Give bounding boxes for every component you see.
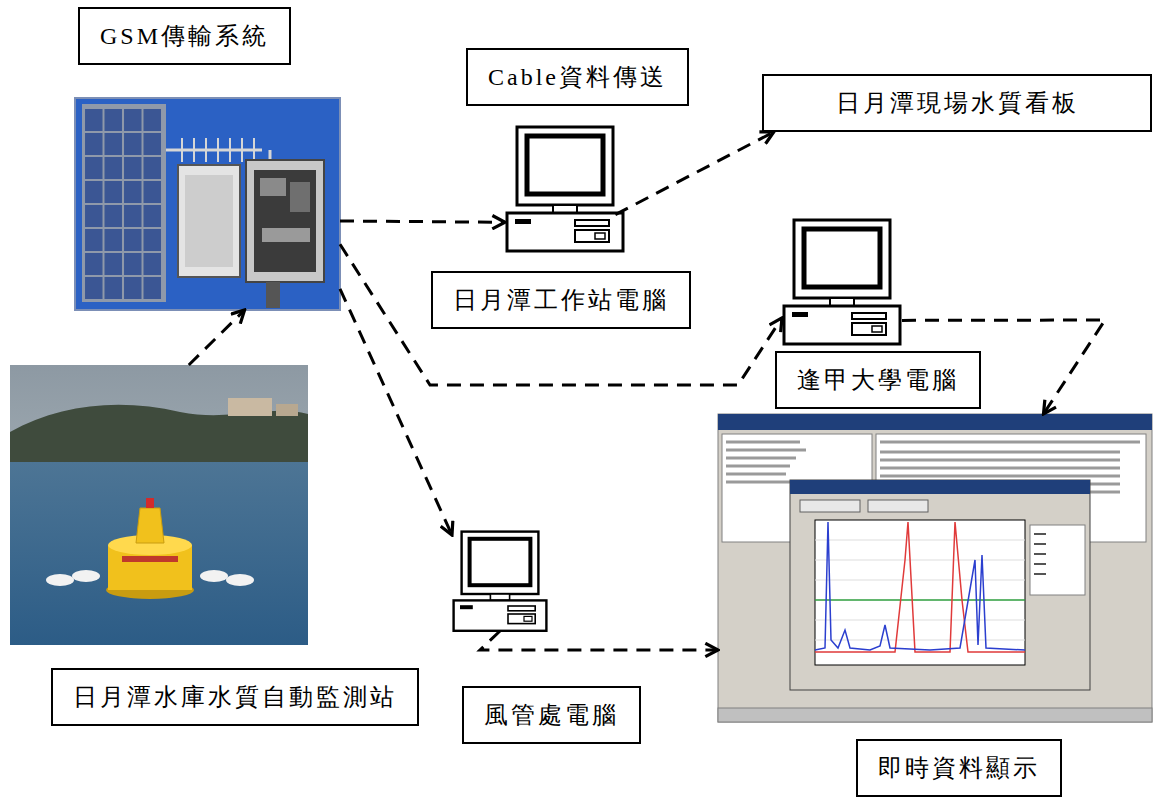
label-text: GSM傳輸系統 xyxy=(100,23,269,49)
building xyxy=(228,398,272,416)
solar-panel xyxy=(84,108,162,300)
float xyxy=(72,570,100,582)
door-panel xyxy=(185,175,233,267)
label-box: 風管處電腦 xyxy=(462,686,641,744)
float xyxy=(226,574,254,586)
sky xyxy=(10,365,308,645)
board-box: 日月潭現場水質看板 xyxy=(762,74,1152,132)
connector-group xyxy=(189,132,1105,650)
box-text: 日月潭現場水質看板 xyxy=(836,88,1079,118)
plot-area xyxy=(815,520,1025,665)
water xyxy=(10,462,308,645)
label-box: 即時資料顯示 xyxy=(856,739,1062,797)
photo-node: 日月潭水庫水質自動監測站 xyxy=(10,365,308,645)
solar-frame xyxy=(82,104,166,302)
label-text: Cable資料傳送 xyxy=(488,64,667,90)
dashed-arrow xyxy=(615,132,773,215)
chart-window xyxy=(790,480,1090,690)
antenna-elements xyxy=(182,138,254,162)
label-box: 日月潭水庫水質自動監測站 xyxy=(51,668,419,726)
label-box: Cable資料傳送 xyxy=(466,48,689,106)
red-series xyxy=(815,522,1025,652)
button xyxy=(868,500,928,512)
gsm-device-node: GSM傳輸系統 xyxy=(75,98,340,310)
dashed-arrow xyxy=(480,631,718,650)
blue-series xyxy=(815,522,1025,650)
label-box: GSM傳輸系統 xyxy=(78,7,291,65)
enclosure xyxy=(246,160,324,282)
pole xyxy=(266,282,280,308)
label-text: 日月潭工作站電腦 xyxy=(453,287,669,313)
building xyxy=(276,404,298,416)
buoy-photo xyxy=(10,365,308,645)
computer-node: 風管處電腦 xyxy=(452,530,548,631)
taskbar xyxy=(718,708,1152,722)
label-text: 日月潭水庫水質自動監測站 xyxy=(73,684,397,710)
label-text: 逢甲大學電腦 xyxy=(797,367,959,393)
workstation-computer xyxy=(507,127,623,251)
float xyxy=(200,570,228,582)
dashed-arrow xyxy=(340,244,782,385)
buoy-stripe xyxy=(122,556,178,562)
dashed-arrow xyxy=(189,310,245,365)
green-series xyxy=(815,599,1025,601)
label-text: 風管處電腦 xyxy=(484,702,619,728)
legend-samples xyxy=(1034,534,1046,574)
chart-title-bar xyxy=(790,480,1090,494)
computer-node: 逢甲大學電腦 xyxy=(782,218,902,346)
chart-legend xyxy=(1030,525,1085,595)
office-computer xyxy=(454,532,547,631)
university-computer xyxy=(784,220,900,344)
screenshot xyxy=(718,414,1152,722)
module xyxy=(260,178,286,196)
enclosure-door xyxy=(178,165,240,277)
dashed-arrow xyxy=(340,221,505,222)
module xyxy=(262,228,310,242)
buoy-tower xyxy=(136,508,164,543)
antenna-boom xyxy=(166,149,262,152)
buoy-light xyxy=(146,498,154,508)
label-box: 逢甲大學電腦 xyxy=(775,351,981,409)
screenshot-node: 即時資料顯示 xyxy=(718,414,1152,722)
window xyxy=(718,414,1152,722)
button xyxy=(800,500,860,512)
enclosure-inside xyxy=(254,170,316,272)
computer-node: Cable資料傳送日月潭工作站電腦 xyxy=(505,125,625,253)
label-box: 日月潭工作站電腦 xyxy=(431,271,691,329)
module xyxy=(290,182,310,212)
float xyxy=(46,574,74,586)
grid xyxy=(815,540,1025,640)
gsm-device xyxy=(75,98,340,310)
title-bar xyxy=(718,414,1152,430)
photo-ground xyxy=(75,98,340,310)
label-text: 即時資料顯示 xyxy=(878,755,1040,781)
